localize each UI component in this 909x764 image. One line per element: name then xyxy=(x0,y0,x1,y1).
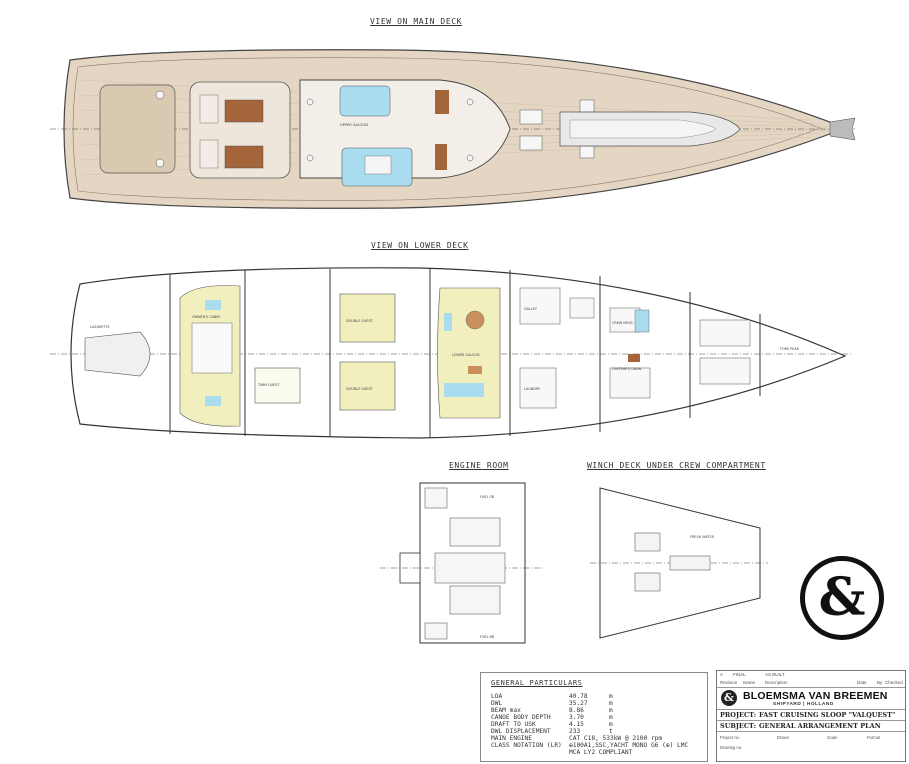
rev-header-date: Date xyxy=(857,680,867,685)
brand-row: & BLOEMSMA VAN BREEMEN SHIPYARD | HOLLAN… xyxy=(717,687,905,710)
rev-status: FINAL xyxy=(733,672,746,677)
fuel-bb-label: FUEL BB xyxy=(480,635,495,639)
lower-deck-title: VIEW ON LOWER DECK xyxy=(371,241,469,250)
galley-label: GALLEY xyxy=(524,307,538,311)
rev-header-description: Description xyxy=(765,680,788,685)
winch-deck-title: WINCH DECK UNDER CREW COMPARTMENT xyxy=(587,461,766,470)
lower-saloon-label: LOWER SALOON xyxy=(452,353,480,357)
subject-row: SUBJECT: GENERAL ARRANGEMENT PLAN xyxy=(717,720,905,732)
double-guest-label-1: DOUBLE GUEST xyxy=(346,319,374,323)
lazarette-label: LAZARETTE xyxy=(90,325,110,329)
fresh-water-label: FRESH WATER xyxy=(690,535,715,539)
rev-header-by: By xyxy=(877,680,883,685)
engine-room-title: ENGINE ROOM xyxy=(449,461,509,470)
rev-header-revision: Revision xyxy=(720,680,738,685)
rev-description: AS BUILT xyxy=(765,672,785,677)
main-deck-title: VIEW ON MAIN DECK xyxy=(370,17,463,26)
fuel-sb-label: FUEL SB xyxy=(480,495,495,499)
fore-peak-label: FORE PEAK xyxy=(780,347,800,351)
laundry-label: LAUNDRY xyxy=(524,387,541,391)
title-block: A FINAL AS BUILT Revision Name Descripti… xyxy=(716,670,906,762)
project-value: FAST CRUISING SLOOP "VALQUEST" xyxy=(759,711,896,719)
rev-header-checked: Checked xyxy=(885,680,903,685)
cockpit-table-starboard xyxy=(224,145,264,169)
double-guest-label-2: DOUBLE GUEST xyxy=(346,387,374,391)
twin-guest-label: TWIN GUEST xyxy=(257,383,280,387)
cockpit-table-port xyxy=(224,99,264,123)
brand-logo-icon: & xyxy=(721,690,737,706)
emblem-ampersand: & xyxy=(818,567,866,628)
rev-header-name: Name xyxy=(743,680,756,685)
project-key: PROJECT: xyxy=(720,711,757,719)
foot-drawing-no: Drawing no. xyxy=(720,745,743,750)
foot-drawn: Drawn xyxy=(777,735,790,740)
project-row: PROJECT: FAST CRUISING SLOOP "VALQUEST" xyxy=(717,709,905,721)
revision-table: A FINAL AS BUILT Revision Name Descripti… xyxy=(717,671,905,688)
twin-guest-cabin xyxy=(254,367,301,404)
brand-emblem: & xyxy=(800,556,884,640)
title-block-footer: Project no. Drawn Scale Format Drawing n… xyxy=(717,731,905,761)
subject-value: GENERAL ARRANGEMENT PLAN xyxy=(759,722,881,730)
particulars-title: GENERAL PARTICULARS xyxy=(491,679,583,687)
foot-project-no: Project no. xyxy=(720,735,741,740)
main-deck-plan: UPPER SALOON xyxy=(50,49,856,209)
double-guest-cabin-2 xyxy=(339,361,396,411)
winch-deck-plan: FRESH WATER xyxy=(590,487,768,639)
engine-room-plan: FUEL SB FUEL BB xyxy=(380,482,545,644)
owners-cabin-label: OWNER'S CABIN xyxy=(192,315,220,319)
subject-key: SUBJECT: xyxy=(720,722,757,730)
brand-subtitle: SHIPYARD | HOLLAND xyxy=(773,702,834,707)
lower-deck-plan: OWNER'S CABIN DOUBLE GUEST DOUBLE GUEST … xyxy=(50,267,852,439)
foot-scale: Scale xyxy=(827,735,838,740)
captains-cabin-label: CAPTAIN'S CABIN xyxy=(612,367,642,371)
crew-mess xyxy=(634,309,650,333)
foot-format: Format xyxy=(867,735,881,740)
lazarette-tender xyxy=(84,331,151,377)
rev-letter: A xyxy=(720,672,724,677)
double-guest-cabin-1 xyxy=(339,293,396,343)
brand-name: BLOEMSMA VAN BREEMEN xyxy=(743,690,888,702)
upper-saloon-label: UPPER SALOON xyxy=(340,123,368,127)
crew-mess-label: CREW MESS xyxy=(612,321,633,325)
